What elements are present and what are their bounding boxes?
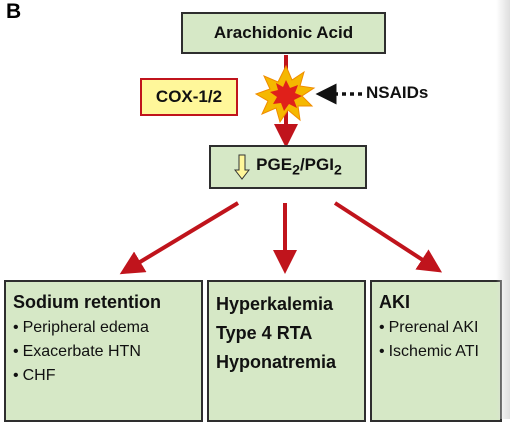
bullet: • bbox=[379, 319, 385, 336]
right-edge-shadow bbox=[496, 0, 510, 419]
aki-box: AKI •Prerenal AKI •Ischemic ATI bbox=[370, 280, 502, 422]
burst-icon bbox=[254, 64, 316, 124]
bullet: • bbox=[13, 367, 19, 384]
decrease-arrow-icon bbox=[234, 154, 251, 180]
sodium-retention-box: Sodium retention •Peripheral edema •Exac… bbox=[4, 280, 203, 422]
list-item: •Prerenal AKI bbox=[379, 319, 479, 336]
list-item: •Ischemic ATI bbox=[379, 343, 479, 360]
aki-title: AKI bbox=[379, 292, 410, 312]
prostaglandin-box: PGE2/PGI2 bbox=[209, 145, 367, 189]
arrow-to-aki bbox=[333, 201, 443, 273]
mediator-label: PGE2/PGI2 bbox=[256, 155, 342, 179]
electrolyte-effects-box: Hyperkalemia Type 4 RTA Hyponatremia bbox=[207, 280, 366, 422]
cox-enzyme-box: COX-1/2 bbox=[140, 78, 238, 116]
list-item: •Exacerbate HTN bbox=[13, 343, 141, 360]
bullet: • bbox=[13, 319, 19, 336]
bullet: • bbox=[379, 343, 385, 360]
effect-line: Hyponatremia bbox=[216, 352, 337, 372]
arachidonic-acid-box: Arachidonic Acid bbox=[181, 12, 386, 54]
sodium-retention-title: Sodium retention bbox=[13, 292, 161, 312]
list-item: •Peripheral edema bbox=[13, 319, 149, 336]
bullet: • bbox=[13, 343, 19, 360]
effect-line: Hyperkalemia bbox=[216, 294, 334, 314]
nsaids-label: NSAIDs bbox=[366, 83, 429, 102]
list-item: •CHF bbox=[13, 367, 56, 384]
panel-letter: B bbox=[6, 0, 22, 23]
arrow-to-sodium bbox=[119, 201, 240, 275]
effect-line: Type 4 RTA bbox=[216, 323, 313, 343]
